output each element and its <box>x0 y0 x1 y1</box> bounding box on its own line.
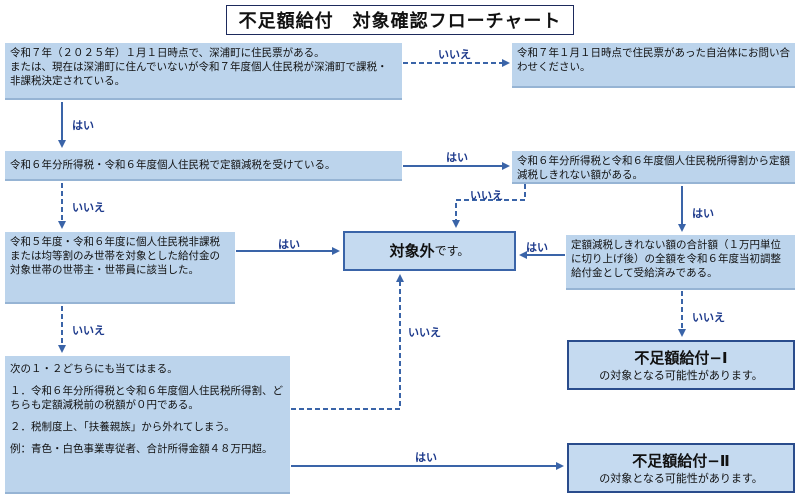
question-adjustment-received-text: 定額減税しきれない額の合計額（１万円単位に切り上げ後）の全額を令和６年度当初調整… <box>571 239 781 279</box>
label-q4-no: いいえ <box>72 324 105 337</box>
label-q3-no: いいえ <box>470 189 503 202</box>
label-q3-yes: はい <box>692 207 714 220</box>
result-benefit-2-subtitle: の対象となる可能性があります。 <box>599 471 763 485</box>
not-eligible-box: 対象外です。 <box>343 231 516 271</box>
question-remaining-amount-box: 令和６年分所得税と令和６年度個人住民税所得割から定額減税しきれない額がある。 <box>512 151 795 184</box>
question-tax-reduction-box: 令和６年分所得税・令和６年度個人住民税で定額減税を受けている。 <box>5 151 402 181</box>
question-both-conditions-example: 例：青色・白色事業専従者、合計所得金額４８万円超。 <box>10 443 273 455</box>
question-resident-text: 令和７年（２０２５年）１月１日時点で、深浦町に住民票がある。 または、現在は深浦… <box>10 47 388 87</box>
question-benefit-household-box: 令和５年度・令和６年度に個人住民税非課税または均等割のみ世帯を対象とした給付金の… <box>5 232 235 304</box>
label-q4-yes: はい <box>278 238 300 251</box>
result-benefit-2-title: 不足額給付−Ⅱ <box>632 451 730 470</box>
question-both-conditions-item2: ２．税制度上、「扶養親族」から外れてしまう。 <box>10 421 235 433</box>
question-adjustment-received-box: 定額減税しきれない額の合計額（１万円単位に切り上げ後）の全額を令和６年度当初調整… <box>566 235 795 290</box>
label-q1-yes: はい <box>72 119 94 132</box>
label-q6-yes: はい <box>415 451 437 464</box>
question-both-conditions-intro: 次の１・２どちらにも当てはまる。 <box>10 363 178 375</box>
arrow-q3-no <box>452 184 526 228</box>
question-both-conditions-box: 次の１・２どちらにも当てはまる。 １．令和６年分所得税と令和６年度個人住民税所得… <box>5 356 290 494</box>
label-q2-yes: はい <box>446 151 468 164</box>
contact-municipality-box: 令和７年１月１日時点で住民票があった自治体にお問い合わせください。 <box>512 43 795 88</box>
result-benefit-1-title: 不足額給付−Ⅰ <box>634 348 728 367</box>
label-q6-no: いいえ <box>408 326 441 339</box>
arrow-q6-no <box>291 274 404 410</box>
result-benefit-2-box: 不足額給付−Ⅱ の対象となる可能性があります。 <box>567 443 795 493</box>
question-resident-box: 令和７年（２０２５年）１月１日時点で、深浦町に住民票がある。 または、現在は深浦… <box>5 43 402 100</box>
result-benefit-1-subtitle: の対象となる可能性があります。 <box>599 368 763 382</box>
question-both-conditions-item1: １．令和６年分所得税と令和６年度個人住民税所得割、どちらも定額減税前の税額が０円… <box>10 385 283 411</box>
not-eligible-rest: です。 <box>434 244 470 258</box>
label-q1-no: いいえ <box>438 48 471 61</box>
question-tax-reduction-text: 令和６年分所得税・令和６年度個人住民税で定額減税を受けている。 <box>10 159 336 171</box>
label-q5-yes: はい <box>526 241 548 254</box>
page-title: 不足額給付 対象確認フローチャート <box>226 5 574 35</box>
question-benefit-household-text: 令和５年度・令和６年度に個人住民税非課税または均等割のみ世帯を対象とした給付金の… <box>10 236 220 276</box>
label-q2-no: いいえ <box>72 201 105 214</box>
question-remaining-amount-text: 令和６年分所得税と令和６年度個人住民税所得割から定額減税しきれない額がある。 <box>517 155 790 181</box>
result-benefit-1-box: 不足額給付−Ⅰ の対象となる可能性があります。 <box>567 340 795 390</box>
label-q5-no: いいえ <box>692 311 725 324</box>
not-eligible-strong: 対象外 <box>389 242 435 260</box>
contact-municipality-text: 令和７年１月１日時点で住民票があった自治体にお問い合わせください。 <box>517 47 790 73</box>
